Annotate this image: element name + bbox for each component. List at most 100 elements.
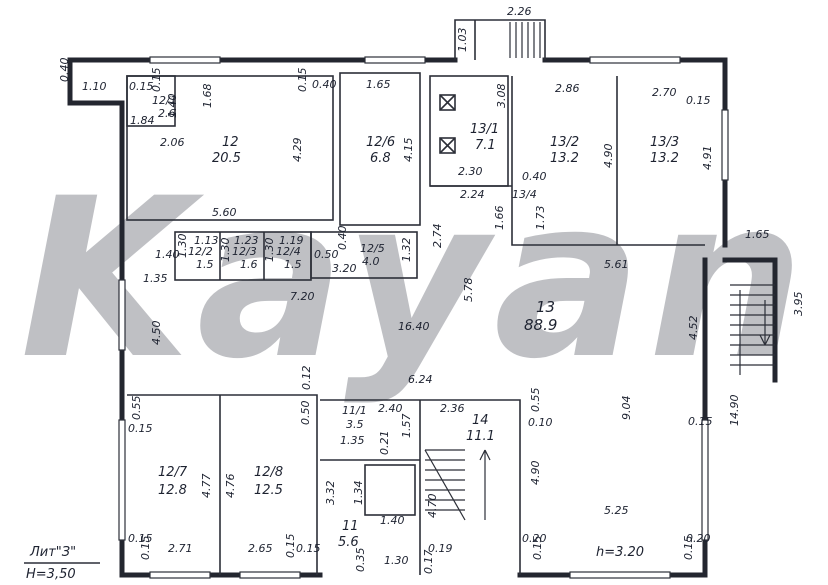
dim-0-40-c: 0.40 <box>522 170 547 183</box>
dim-0-15-g: 0.15 <box>128 532 153 545</box>
dim-1-30-a: 1.30 <box>176 234 189 259</box>
dim-0-20-b: 0.20 <box>686 532 711 545</box>
dim-1-03: 1.03 <box>456 28 469 53</box>
dim-0-55-a: 0.55 <box>130 396 143 421</box>
room-area-11-1: 3.5 <box>346 418 364 431</box>
dim-2-65: 2.65 <box>248 542 273 555</box>
dim-1-84: 1.84 <box>130 114 155 127</box>
dim-3-08: 3.08 <box>495 84 508 109</box>
room-id-12-2: 12/2 <box>188 245 213 258</box>
room-area-13-2: 13.2 <box>550 151 579 166</box>
dim-14-90: 14.90 <box>728 395 741 427</box>
dim-0-15-k: 0.15 <box>531 536 544 561</box>
dim-0-17: 0.17 <box>422 550 435 575</box>
dim-0-55-b: 0.55 <box>529 388 542 413</box>
room-id-12-3: 12/3 <box>232 245 257 258</box>
dim-1-35-b: 1.35 <box>340 434 365 447</box>
dim-0-15-d: 0.15 <box>686 94 711 107</box>
dim-2-26: 2.26 <box>507 5 532 18</box>
room-id-12-6: 12/6 <box>366 135 395 150</box>
room-area-12-4: 1.5 <box>284 258 302 271</box>
dim-1-30-b: 1.30 <box>219 238 232 263</box>
porch-stair <box>509 22 541 58</box>
dim-1-40-a: 1.40 <box>166 94 179 119</box>
room-id-13: 13 <box>536 298 555 316</box>
dim-3-32: 3.32 <box>324 481 337 506</box>
dim-0-15-b: 0.15 <box>150 68 163 93</box>
dim-0-21: 0.21 <box>378 431 391 456</box>
room-area-12-7: 12.8 <box>158 483 187 498</box>
dim-0-50-b: 0.50 <box>299 401 312 426</box>
dim-1-35-a: 1.35 <box>143 272 168 285</box>
dim-0-15-f: 0.15 <box>688 415 713 428</box>
room-id-12-8: 12/8 <box>254 465 283 480</box>
dim-1-32: 1.32 <box>400 238 413 263</box>
dim-1-66: 1.66 <box>493 206 506 231</box>
dimension-labels: 2.26 1.03 3.08 0.40 1.10 0.15 0.15 1.40 … <box>58 5 805 574</box>
dim-2-06: 2.06 <box>160 136 185 149</box>
dim-1-57: 1.57 <box>400 414 413 439</box>
dim-2-71: 2.71 <box>168 542 193 555</box>
room-id-11: 11 <box>342 519 359 534</box>
dim-0-50-a: 0.50 <box>314 248 339 261</box>
dim-1-68: 1.68 <box>201 84 214 109</box>
dim-2-70: 2.70 <box>652 86 677 99</box>
room-area-12-5: 4.0 <box>362 255 380 268</box>
room-area-12-1: 2.6 <box>158 107 176 120</box>
dim-0-19: 0.19 <box>428 542 453 555</box>
room-labels: 12/1 2.6 12 20.5 12/6 6.8 13/1 7.1 13/2 … <box>152 94 679 550</box>
vent-boxes <box>439 94 456 154</box>
dim-4-90-b: 4.90 <box>529 461 542 486</box>
room-id-13-4: 13/4 <box>512 188 537 201</box>
room-area-13-3: 13.2 <box>650 151 679 166</box>
dim-1-73: 1.73 <box>534 206 547 231</box>
dim-1-65-b: 1.65 <box>745 228 770 241</box>
dim-0-12: 0.12 <box>300 366 313 391</box>
dim-7-20: 7.20 <box>290 290 315 303</box>
dim-2-30: 2.30 <box>458 165 483 178</box>
room-id-12-5: 12/5 <box>360 242 385 255</box>
dim-4-91: 4.91 <box>701 146 714 171</box>
dim-0-35: 0.35 <box>354 548 367 573</box>
dim-1-40-c: 1.40 <box>380 514 405 527</box>
room-area-13: 88.9 <box>524 316 557 334</box>
top-porch <box>454 19 546 60</box>
dim-1-23: 1.23 <box>234 234 259 247</box>
dim-4-15: 4.15 <box>402 138 415 163</box>
dim-0-10: 0.10 <box>528 416 553 429</box>
dim-4-76: 4.76 <box>224 474 237 499</box>
room-id-12: 12 <box>222 135 239 150</box>
dim-5-25: 5.25 <box>604 504 629 517</box>
stair-14 <box>424 449 491 521</box>
room-area-12-3: 1.6 <box>240 258 258 271</box>
dim-4-77: 4.77 <box>200 474 213 499</box>
dim-9-04: 9.04 <box>620 396 633 421</box>
room-area-12-6: 6.8 <box>370 151 391 166</box>
dim-3-95: 3.95 <box>792 292 805 317</box>
dim-4-50: 4.50 <box>150 321 163 346</box>
dim-4-70: 4.70 <box>426 494 439 519</box>
watermark: Kayan <box>20 151 811 407</box>
dim-0-15-j: 0.15 <box>296 542 321 555</box>
interior-walls <box>126 72 705 575</box>
dim-2-36: 2.36 <box>440 402 465 415</box>
dim-0-15-e: 0.15 <box>128 422 153 435</box>
dim-0-40-b: 0.40 <box>312 78 337 91</box>
room-area-14: 11.1 <box>466 429 495 444</box>
room-area-11: 5.6 <box>338 535 359 550</box>
dim-5-61: 5.61 <box>604 258 629 271</box>
room-area-13-1: 7.1 <box>475 138 496 153</box>
lit-label: Лит"З" <box>29 545 76 560</box>
dim-4-29: 4.29 <box>291 138 304 163</box>
stair-right <box>730 284 775 375</box>
ceiling-height: h=3.20 <box>596 545 644 560</box>
room-area-12-2: 1.5 <box>196 258 214 271</box>
dim-1-10: 1.10 <box>82 80 107 93</box>
room-area-12-8: 12.5 <box>254 483 283 498</box>
room-id-12-4: 12/4 <box>276 245 301 258</box>
dim-1-65-a: 1.65 <box>366 78 391 91</box>
dim-1-30-c: 1.30 <box>263 238 276 263</box>
dim-0-15-l: 0.15 <box>682 536 695 561</box>
dim-1-30-d: 1.30 <box>384 554 409 567</box>
